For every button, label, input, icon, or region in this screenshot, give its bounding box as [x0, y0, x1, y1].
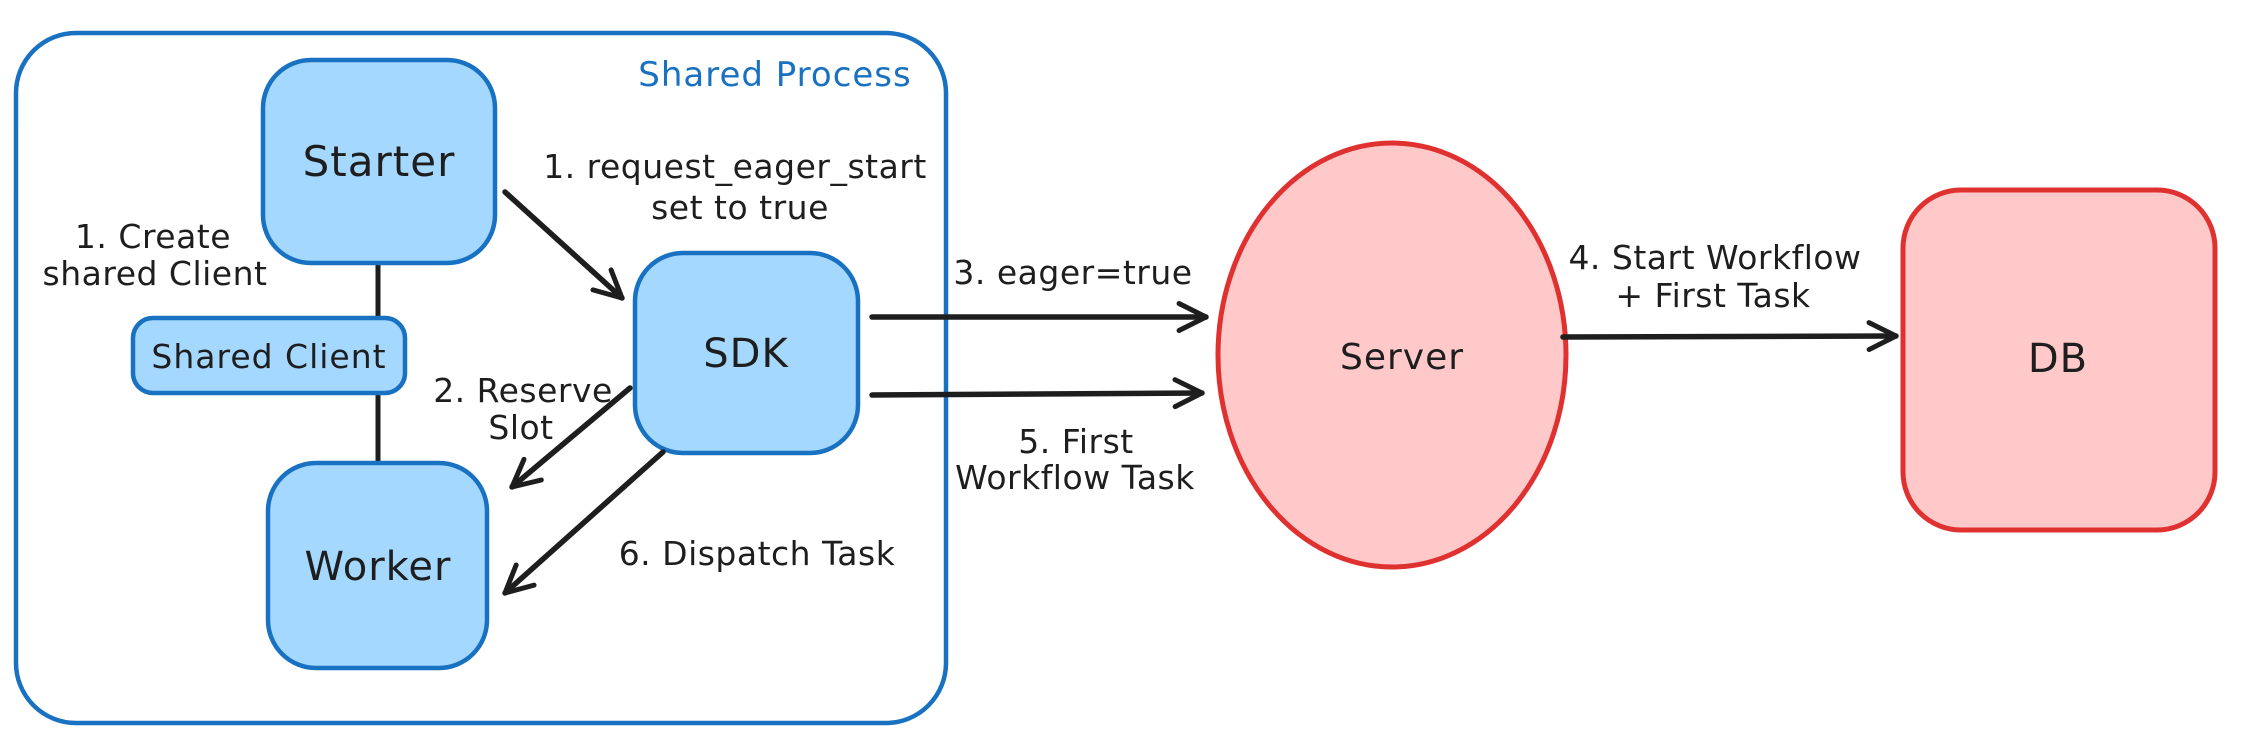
label-reserve-slot-line2: Slot: [488, 408, 553, 447]
server-label: Server: [1340, 337, 1464, 378]
arrow-dispatch-task: [502, 449, 666, 596]
db-node: [1900, 187, 2218, 533]
label-first-workflow-task-line2: Workflow Task: [955, 458, 1195, 497]
sdk-node: [632, 250, 861, 456]
label-first-workflow-task-line1: 5. First: [1018, 422, 1133, 461]
label-create-shared-client-line2: shared Client: [43, 254, 268, 293]
shared-process-frame: [13, 30, 949, 726]
sdk-label: SDK: [703, 331, 789, 377]
shared-client-label: Shared Client: [151, 337, 386, 376]
arrow-request-eager-start: [502, 189, 625, 301]
label-start-workflow-line2: + First Task: [1615, 276, 1811, 315]
db-label: DB: [2028, 336, 2088, 382]
shared-process-title: Shared Process: [638, 55, 911, 95]
label-eager-true: 3. eager=true: [953, 253, 1192, 292]
shared-client-node: [130, 315, 408, 396]
arrow-start-workflow: [1560, 320, 1899, 353]
server-node: [1215, 140, 1569, 570]
label-create-shared-client-line1: 1. Create: [75, 217, 231, 256]
arrow-first-workflow-task: [869, 377, 1205, 410]
label-dispatch-task: 6. Dispatch Task: [619, 534, 896, 573]
worker-label: Worker: [305, 544, 452, 590]
starter-node: [260, 57, 498, 266]
worker-node: [265, 460, 490, 671]
label-request-eager-start-line1: 1. request_eager_start: [543, 147, 927, 186]
arrow-reserve-slot: [509, 385, 633, 490]
label-request-eager-start-line2: set to true: [651, 188, 829, 227]
label-start-workflow-line1: 4. Start Workflow: [1568, 238, 1861, 277]
starter-label: Starter: [303, 137, 456, 186]
label-reserve-slot-line1: 2. Reserve: [433, 371, 613, 410]
